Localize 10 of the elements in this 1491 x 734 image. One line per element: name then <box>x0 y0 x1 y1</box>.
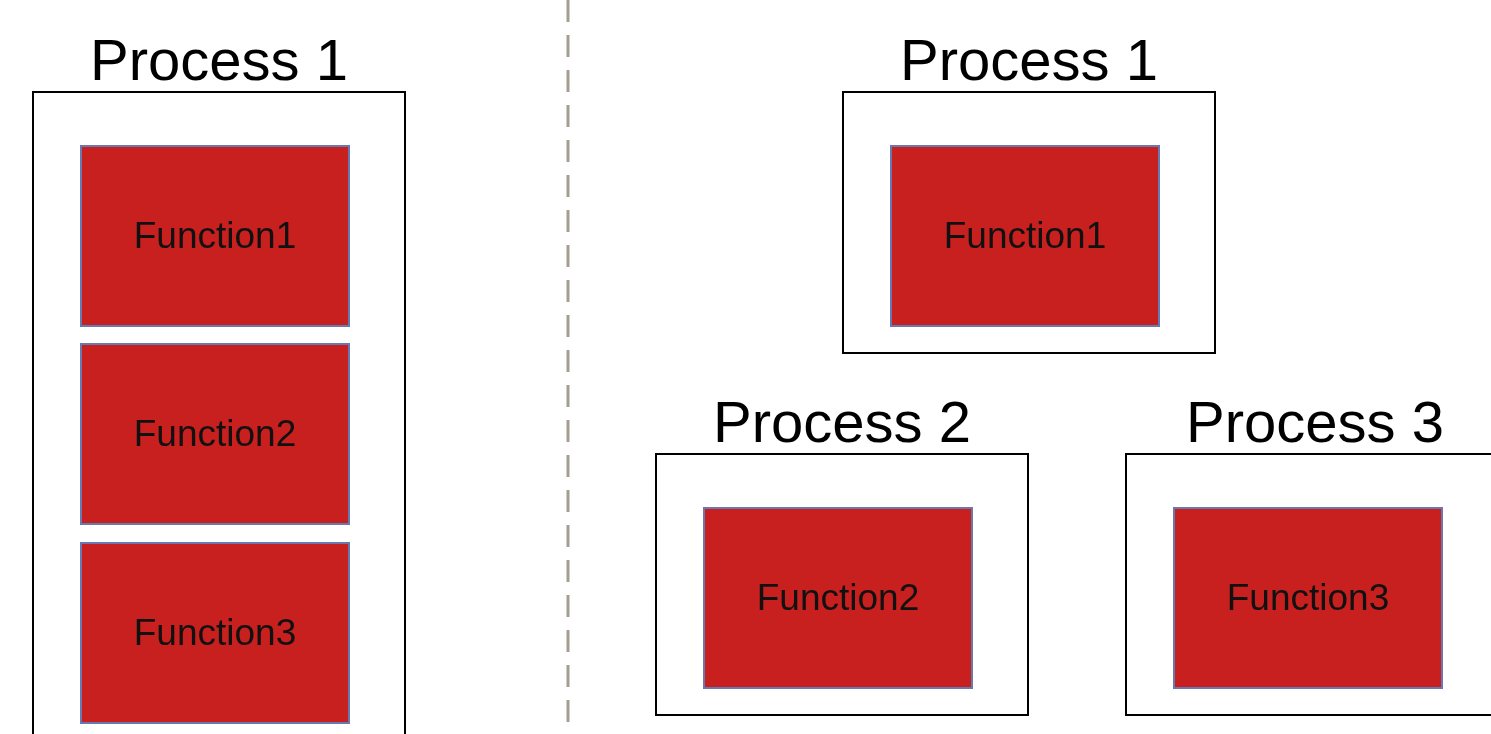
function-box: Function1 <box>890 145 1160 327</box>
function-box: Function3 <box>80 542 350 724</box>
process-title: Process 1 <box>89 31 349 89</box>
function-box: Function1 <box>80 145 350 327</box>
process-title: Process 1 <box>899 31 1159 89</box>
function-box: Function2 <box>80 343 350 525</box>
function-box: Function2 <box>703 507 973 689</box>
process-title: Process 2 <box>712 393 972 451</box>
process-title: Process 3 <box>1185 393 1445 451</box>
function-box: Function3 <box>1173 507 1443 689</box>
